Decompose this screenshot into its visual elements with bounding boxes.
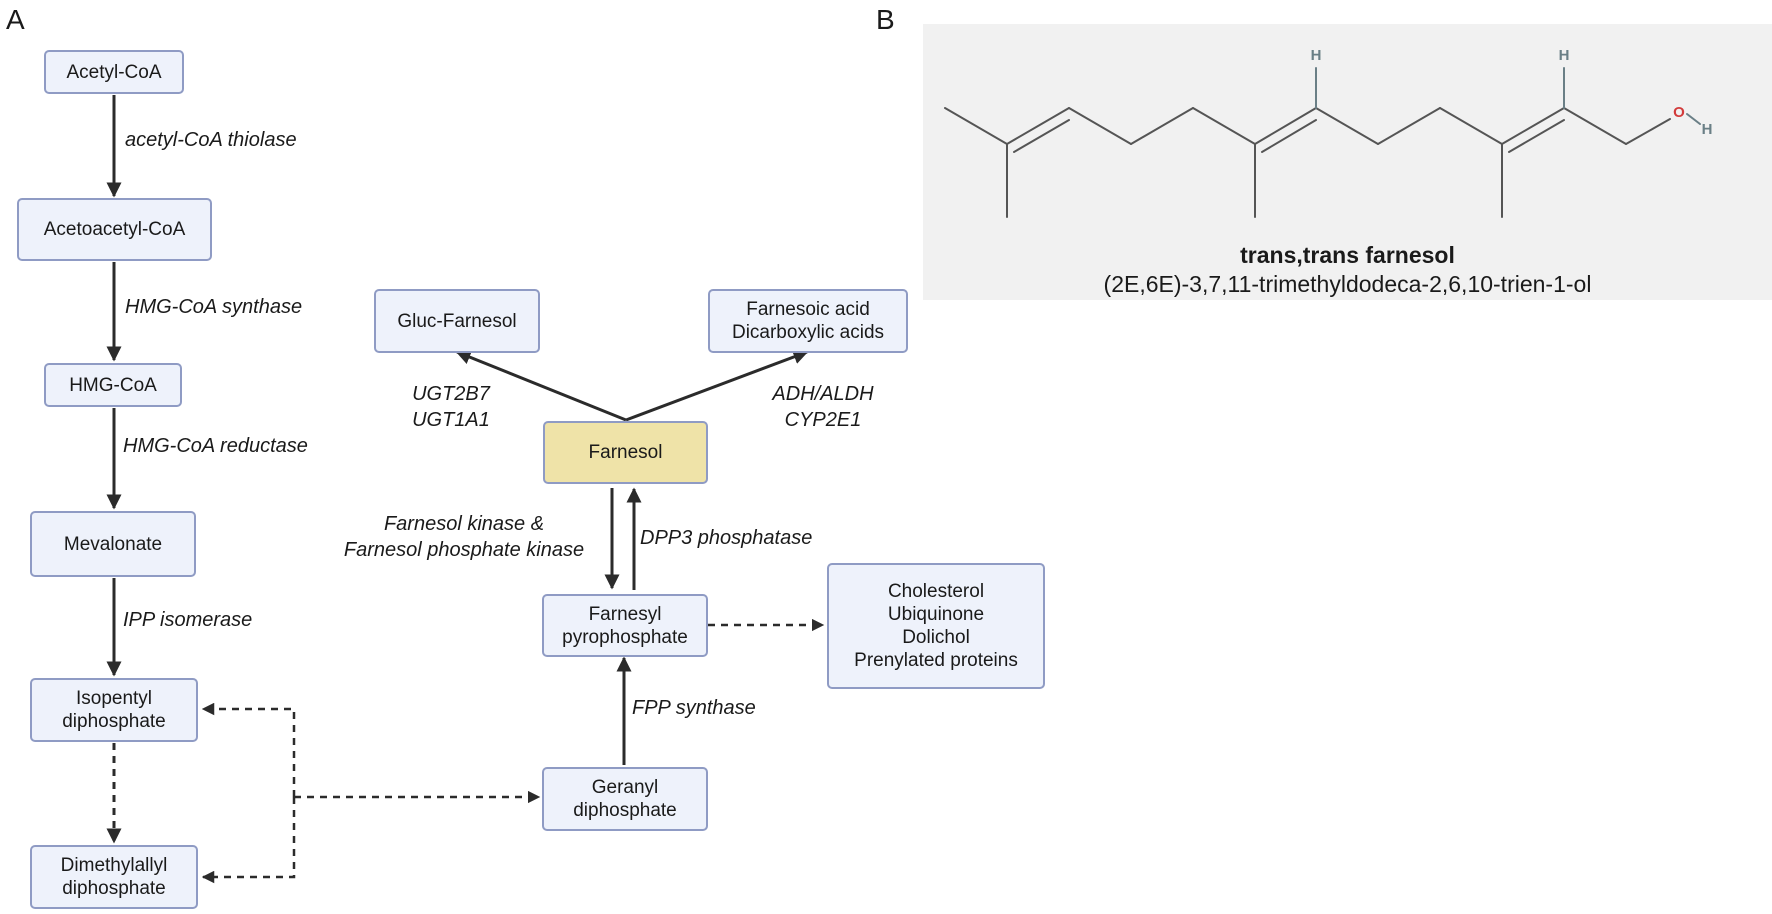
enzyme-label: HMG-CoA reductase (123, 435, 308, 457)
enzyme-ugt: UGT2B7 UGT1A1 (401, 381, 501, 433)
node-label-line-2: diphosphate (62, 878, 166, 899)
enzyme-label-line-2: UGT1A1 (412, 409, 490, 431)
enzyme-adh-aldh: ADH/ALDH CYP2E1 (763, 381, 883, 433)
node-farnesyl-pyrophosphate: Farnesyl pyrophosphate (542, 594, 708, 657)
enzyme-fpp-synthase: FPP synthase (632, 695, 756, 721)
node-label-line-2: Ubiquinone (887, 604, 985, 625)
node-mevalonate: Mevalonate (30, 511, 196, 577)
node-label: Mevalonate (63, 533, 163, 555)
bond (1261, 119, 1317, 153)
node-label-line-2: Dicarboxylic acids (731, 322, 885, 343)
molecule-structure: H H O H (944, 47, 1713, 218)
node-label-line-1: Geranyl (591, 777, 659, 798)
bond (1130, 107, 1194, 145)
node-geranyl-diphosphate: Geranyl diphosphate (542, 767, 708, 831)
bond (1254, 107, 1317, 145)
node-isopentyl-diphosphate: Isopentyl diphosphate (30, 678, 198, 742)
node-label-line-3: Dolichol (902, 627, 970, 648)
hydrogen-atom-label: H (1311, 47, 1322, 64)
bond (1377, 107, 1441, 145)
molecule-iupac-name: (2E,6E)-3,7,11-trimethyldodeca-2,6,10-tr… (1103, 271, 1592, 297)
dashed-to-dimethylallyl (201, 797, 296, 884)
node-acetoacetyl-coa: Acetoacetyl-CoA (17, 198, 212, 261)
bond (1501, 107, 1565, 145)
enzyme-acetyl-coa-thiolase: acetyl-CoA thiolase (125, 127, 297, 153)
node-label: Gluc-Farnesol (397, 310, 517, 332)
enzyme-hmg-coa-reductase: HMG-CoA reductase (123, 433, 308, 459)
enzyme-label: DPP3 phosphatase (640, 527, 813, 549)
enzyme-label-line-1: Farnesol kinase & (383, 513, 545, 535)
enzyme-label: IPP isomerase (123, 609, 253, 631)
bond (1439, 107, 1503, 145)
dashed-to-isopentyl (201, 702, 296, 797)
node-hmg-coa: HMG-CoA (44, 363, 182, 407)
bond (1563, 107, 1627, 145)
arrow-farnesol-to-gluc (455, 350, 627, 422)
bond (1686, 113, 1701, 125)
node-gluc-farnesol: Gluc-Farnesol (374, 289, 540, 353)
enzyme-label: HMG-CoA synthase (125, 296, 303, 318)
bond (1068, 107, 1132, 145)
enzyme-label-line-1: ADH/ALDH (772, 383, 874, 405)
enzyme-hmg-coa-synthase: HMG-CoA synthase (125, 294, 302, 320)
bond (1625, 118, 1671, 145)
enzyme-farnesol-kinase: Farnesol kinase & Farnesol phosphate kin… (334, 511, 594, 563)
node-downstream-products: Cholesterol Ubiquinone Dolichol Prenylat… (827, 563, 1045, 689)
enzyme-label: acetyl-CoA thiolase (125, 129, 297, 151)
node-label-line-2: diphosphate (62, 711, 166, 732)
hydrogen-atom-label: H (1702, 121, 1713, 138)
bond (1315, 107, 1379, 145)
oxygen-atom-label: O (1673, 104, 1685, 121)
bond (944, 107, 1008, 145)
hydrogen-atom-label: H (1559, 47, 1570, 64)
node-label-line-2: diphosphate (573, 800, 677, 821)
node-label: Farnesol (588, 442, 663, 463)
molecule-common-name: trans,trans farnesol (1240, 242, 1455, 268)
node-label: HMG-CoA (69, 374, 157, 396)
panel-label-a: A (6, 4, 25, 35)
node-acetyl-coa: Acetyl-CoA (44, 50, 184, 94)
node-label-line-1: Farnesoic acid (746, 299, 870, 320)
node-label-line-1: Isopentyl (75, 688, 153, 709)
node-label-line-4: Prenylated proteins (854, 650, 1018, 671)
bond (1006, 107, 1070, 145)
enzyme-dpp3-phosphatase: DPP3 phosphatase (640, 525, 812, 551)
bond (1013, 119, 1070, 153)
bond (1192, 107, 1256, 145)
enzyme-label-line-2: Farnesol phosphate kinase (343, 539, 585, 561)
enzyme-label-line-2: CYP2E1 (784, 409, 862, 431)
enzyme-label: FPP synthase (632, 697, 756, 719)
arrow-farnesol-to-acid (625, 349, 809, 422)
enzyme-ipp-isomerase: IPP isomerase (123, 607, 252, 633)
node-dimethylallyl-diphosphate: Dimethylallyl diphosphate (30, 845, 198, 909)
node-label: Acetyl-CoA (66, 61, 162, 83)
enzyme-label-line-1: UGT2B7 (412, 383, 490, 405)
node-label-line-2: pyrophosphate (562, 626, 688, 648)
node-farnesoic-acid: Farnesoic acid Dicarboxylic acids (708, 289, 908, 353)
node-farnesol: Farnesol (543, 421, 708, 484)
node-label-line-1: Farnesyl (588, 603, 662, 625)
node-label-line-1: Cholesterol (887, 581, 985, 602)
bond (1508, 119, 1565, 153)
panel-label-b: B (876, 4, 895, 35)
node-label: Acetoacetyl-CoA (43, 219, 186, 240)
molecule-panel: H H O H trans,trans farnesol (2E,6E)-3,7… (923, 24, 1772, 300)
node-label-line-1: Dimethylallyl (60, 855, 168, 876)
